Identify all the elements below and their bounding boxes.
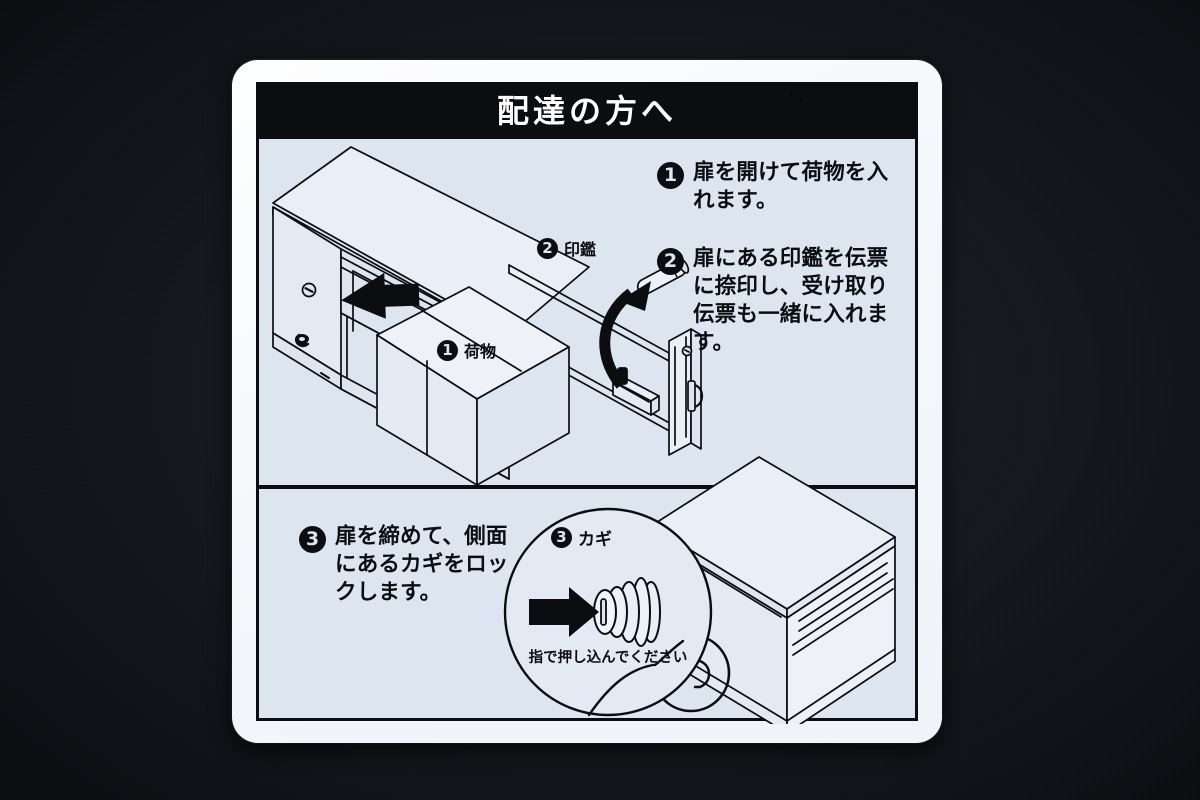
diagram-label-package: 1 荷物 [437, 338, 496, 362]
step-text: 扉を開けて荷物を入れます。 [693, 160, 889, 213]
step-text: 扉にある印鑑を伝票に捺印し、受け取り伝票も一緒に入れます。 [693, 245, 889, 355]
step-item-2: 2 扉にある印鑑を伝票に捺印し、受け取り伝票も一緒に入れます。 [657, 245, 907, 357]
badge-number: 1 [657, 162, 684, 189]
diagram-label-text: 荷物 [464, 342, 497, 361]
diagram-label-stamp: 2 印鑑 [537, 236, 596, 260]
callout-label-text: カギ [578, 530, 612, 550]
step-text: 扉を締めて、側面にあるカギをロックします。 [335, 524, 509, 605]
closed-mailbox-diagram [503, 456, 896, 724]
ink-speck [793, 104, 795, 106]
badge-number: 3 [551, 527, 572, 548]
callout-label: 3 カギ [551, 525, 612, 550]
ink-speck [800, 97, 803, 100]
step-item-3: 3 扉を締めて、側面にあるカギをロックします。 [299, 523, 509, 607]
badge-number: 2 [657, 247, 684, 275]
page-title: 配達の方へ [496, 92, 677, 130]
badge-number: 3 [299, 526, 326, 553]
callout-caption: 指で押し込んでください [528, 650, 688, 666]
badge-number: 1 [437, 339, 458, 361]
lock-callout: 3 カギ 指で押し込んでください [505, 509, 711, 715]
instruction-sticker: 配達の方へ [232, 60, 942, 743]
step-list: 1 扉を開けて荷物を入れます。 2 扉にある印鑑を伝票に捺印し、受け取り伝票も一… [657, 159, 907, 387]
step-item-1: 1 扉を開けて荷物を入れます。 [657, 159, 907, 215]
ink-speck [789, 92, 794, 96]
badge-number: 2 [537, 237, 558, 259]
open-mailbox-diagram [272, 146, 704, 485]
title-bar: 配達の方へ [259, 85, 915, 139]
section-divider [259, 485, 915, 489]
printed-panel: 配達の方へ [256, 82, 918, 724]
diagram-label-text: 印鑑 [564, 240, 597, 259]
